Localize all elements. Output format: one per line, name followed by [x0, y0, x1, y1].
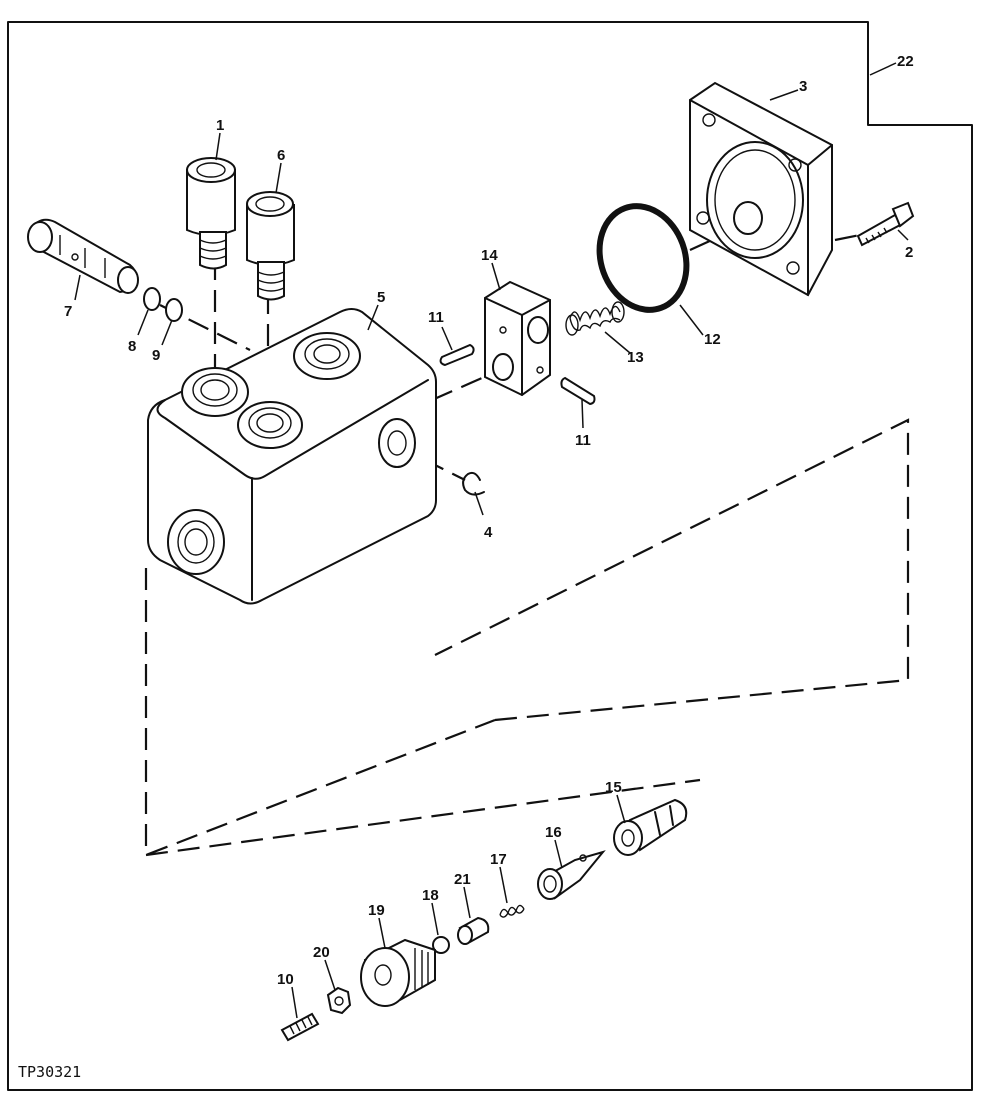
ball-18 [432, 936, 450, 954]
spring-13 [565, 301, 625, 336]
valve-body [147, 308, 437, 605]
callout-4: 4 [484, 524, 493, 541]
plug-21 [457, 916, 490, 945]
fitting-1 [186, 157, 236, 270]
callout-18: 18 [422, 887, 439, 904]
callout-22: 22 [897, 53, 914, 70]
callout-21: 21 [454, 871, 471, 888]
o-ring-seal-12 [596, 203, 690, 313]
o-ring-8 [143, 287, 161, 311]
callout-7: 7 [64, 303, 72, 320]
callout-11b: 11 [575, 432, 591, 449]
callout-15: 15 [605, 779, 622, 796]
block-14 [484, 280, 551, 397]
group-boundary-22 [7, 21, 973, 1091]
pin-11a [439, 343, 475, 367]
poppet-15 [613, 798, 688, 856]
callout-11a: 11 [428, 309, 444, 326]
callout-3: 3 [799, 78, 807, 95]
callout-10: 10 [277, 971, 294, 988]
figure-code: TP30321 [18, 1063, 81, 1081]
cover-plate-3 [689, 81, 833, 297]
cone-valve-16 [537, 850, 606, 900]
callout-leaders [74, 62, 909, 1019]
snap-ring-4 [462, 471, 485, 496]
set-screw-10 [280, 1012, 320, 1042]
callout-16: 16 [545, 824, 562, 841]
body-cap-19 [360, 938, 436, 1007]
spring-17 [499, 904, 525, 918]
callout-13: 13 [627, 349, 644, 366]
callout-17: 17 [490, 851, 507, 868]
nut-20 [326, 986, 352, 1015]
callout-9: 9 [152, 347, 160, 364]
callout-1: 1 [216, 117, 224, 134]
callout-14: 14 [481, 247, 498, 264]
fitting-6 [246, 191, 295, 301]
cap-screw-2 [856, 201, 915, 247]
callout-8: 8 [128, 338, 136, 355]
callout-20: 20 [313, 944, 330, 961]
spool-7 [27, 218, 139, 294]
callout-12: 12 [704, 331, 721, 348]
callout-6: 6 [277, 147, 285, 164]
o-ring-9 [165, 298, 183, 322]
callout-19: 19 [368, 902, 385, 919]
callout-5: 5 [377, 289, 385, 306]
pin-11b [560, 376, 596, 406]
callout-2: 2 [905, 244, 913, 261]
